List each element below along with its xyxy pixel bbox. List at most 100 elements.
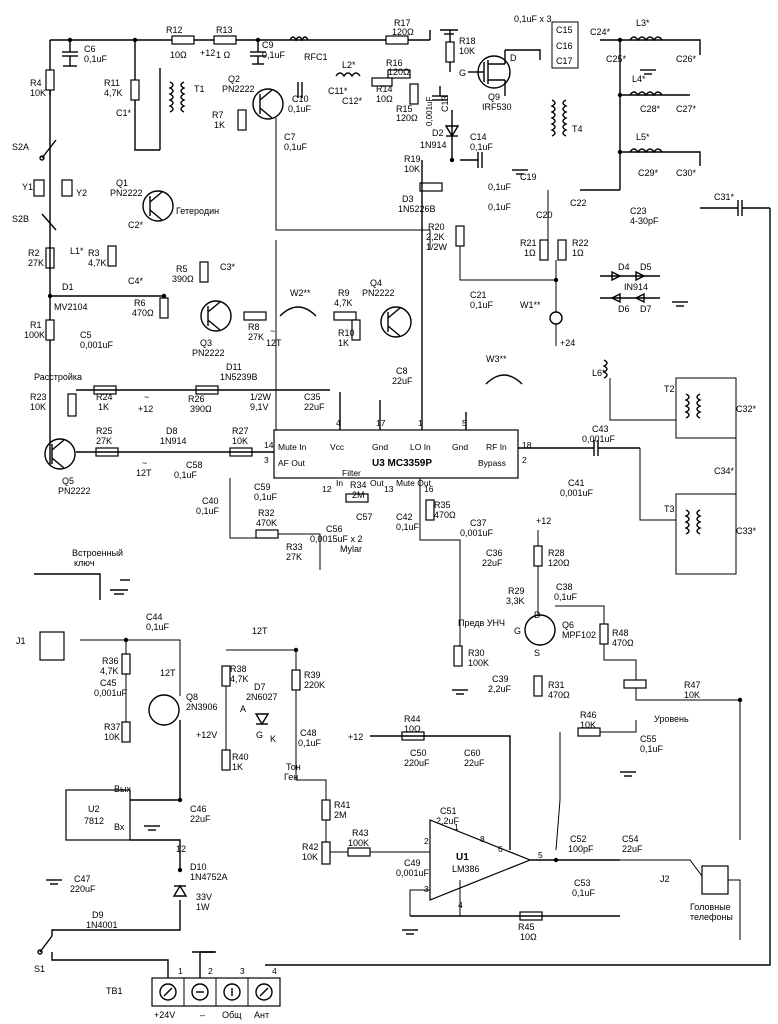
r44-value: 10Ω bbox=[404, 724, 421, 734]
d7b-name: D7 bbox=[254, 682, 266, 692]
c21-name: C21 bbox=[470, 290, 487, 300]
r28-name: R28 bbox=[548, 548, 565, 558]
c47-name: C47 bbox=[74, 874, 91, 884]
capacitor-c53: C53 0,1uF bbox=[572, 878, 596, 898]
c48-name: C48 bbox=[300, 728, 317, 738]
c9-name: C9 bbox=[262, 40, 274, 50]
r31-value: 470Ω bbox=[548, 690, 570, 700]
y1-label: Y1 bbox=[22, 182, 33, 192]
c17-label: C17 bbox=[556, 56, 573, 66]
tb1-name1: +24V bbox=[154, 1010, 175, 1020]
resistor-r9: R9 4,7K bbox=[333, 288, 357, 321]
r45-name: R45 bbox=[518, 922, 535, 932]
rastroika-label: Расстройка bbox=[34, 372, 82, 382]
u3-pin13: 13 bbox=[384, 484, 394, 494]
q2-name: Q2 bbox=[228, 74, 240, 84]
choke-rfc1: RFC1 bbox=[289, 36, 328, 62]
capacitor-c8: C8 22uF bbox=[392, 366, 413, 386]
u2-in-label: Вх bbox=[114, 822, 125, 832]
r25-name: R25 bbox=[96, 426, 113, 436]
u3-rf-in: RF In bbox=[486, 442, 507, 452]
q6-gate-label: G bbox=[514, 626, 521, 636]
l6-label: L6* bbox=[592, 368, 606, 378]
c23-value: 4-30pF bbox=[630, 216, 659, 226]
q2-type: PN2222 bbox=[222, 84, 255, 94]
c8-value: 22uF bbox=[392, 376, 413, 386]
zener-power: 1/2W bbox=[250, 392, 272, 402]
u2-name: U2 bbox=[88, 804, 100, 814]
r36-value: 4,7K bbox=[100, 666, 119, 676]
c22-label: C22 bbox=[570, 198, 587, 208]
c27-label: C27* bbox=[676, 104, 697, 114]
crystal-y2: Y2 bbox=[61, 179, 87, 198]
r3-value: 4,7K bbox=[88, 258, 107, 268]
zener-d10: D10 1N4752A 33V 1W bbox=[172, 862, 228, 912]
c52-value: 100pF bbox=[568, 844, 594, 854]
r3-name: R3 bbox=[88, 248, 100, 258]
c13-name: C13 bbox=[440, 95, 450, 112]
r21-value: 1Ω bbox=[524, 248, 536, 258]
w3-label: W3** bbox=[486, 354, 507, 364]
r6-name: R6 bbox=[134, 298, 146, 308]
r48-value: 470Ω bbox=[612, 638, 634, 648]
u3-name: U3 MC3359P bbox=[372, 458, 432, 469]
ton-label: Тон bbox=[286, 762, 301, 772]
r19-value: 10K bbox=[404, 164, 420, 174]
u3-pin16: 16 bbox=[424, 484, 434, 494]
c5-value: 0,001uF bbox=[80, 340, 114, 350]
vstroen-line2: ключ bbox=[74, 558, 95, 568]
d9-name: D9 bbox=[92, 910, 104, 920]
capacitor-c35: C35 22uF bbox=[304, 392, 325, 412]
d10-voltage: 33V bbox=[196, 892, 212, 902]
y2-label: Y2 bbox=[76, 188, 87, 198]
l1-label: L1* bbox=[70, 246, 84, 256]
resistor-r37: R37 10K bbox=[104, 721, 131, 743]
t12-label-a: 12T bbox=[266, 338, 282, 348]
u3-mute-out: Mute Out bbox=[396, 478, 432, 488]
c45-name: C45 bbox=[100, 678, 117, 688]
c13-value: 0,001uF bbox=[425, 97, 434, 126]
resistor-r5: R5 390Ω bbox=[172, 261, 209, 284]
q6-source-label: S bbox=[534, 648, 540, 658]
q4-type: PN2222 bbox=[362, 288, 395, 298]
resistor-r33: R33 27K bbox=[286, 542, 303, 562]
c35-name: C35 bbox=[304, 392, 321, 402]
potentiometer-r47: R47 10K Уровень bbox=[623, 679, 701, 724]
q9-name: Q9 bbox=[488, 92, 500, 102]
c42-value: 0,1uF bbox=[396, 522, 420, 532]
transistor-q4: Q4 PN2222 bbox=[362, 278, 412, 338]
terminal-block-tb1: TB1 1 2 3 4 +24V – Общ Ант bbox=[106, 966, 281, 1020]
c29-label: C29* bbox=[638, 168, 659, 178]
vstroen-line1: Встроенный bbox=[72, 548, 123, 558]
c57-label: C57 bbox=[356, 512, 373, 522]
r41-name: R41 bbox=[334, 800, 351, 810]
c54-name: C54 bbox=[622, 834, 639, 844]
c14-value: 0,1uF bbox=[470, 142, 494, 152]
s1-label: S1 bbox=[34, 964, 45, 974]
golovnye-line1: Головные bbox=[690, 902, 731, 912]
c51-name: C51 bbox=[440, 806, 457, 816]
r9-name: R9 bbox=[338, 288, 350, 298]
resistor-r39: R39 220K bbox=[291, 669, 325, 691]
u1-pin5: 5 bbox=[538, 850, 543, 860]
q9-gate-label: G bbox=[459, 68, 466, 78]
c4-label: C4* bbox=[128, 276, 144, 286]
transformer-t3: T3 C33* bbox=[664, 493, 757, 575]
c8-name: C8 bbox=[396, 366, 408, 376]
d3-name: D3 bbox=[402, 194, 414, 204]
c10-name: C10 bbox=[292, 94, 309, 104]
l3-label: L3* bbox=[636, 18, 650, 28]
c59-name: C59 bbox=[254, 482, 271, 492]
transistor-q5: Q5 PN2222 bbox=[44, 438, 91, 496]
c59-value: 0,1uF bbox=[254, 492, 278, 502]
j2-label: J2 bbox=[660, 874, 670, 884]
r38-value: 4,7K bbox=[230, 674, 249, 684]
r37-value: 10K bbox=[104, 732, 120, 742]
d11-type: 1N5239B bbox=[220, 372, 258, 382]
r36-name: R36 bbox=[102, 656, 119, 666]
r47-name: R47 bbox=[684, 680, 701, 690]
c11-label: C11* bbox=[328, 86, 348, 96]
diode-d8: D8 1N914 bbox=[160, 426, 187, 446]
resistor-r34: R34 2M bbox=[345, 480, 369, 503]
plus12-pre-label: +12 bbox=[536, 516, 551, 526]
